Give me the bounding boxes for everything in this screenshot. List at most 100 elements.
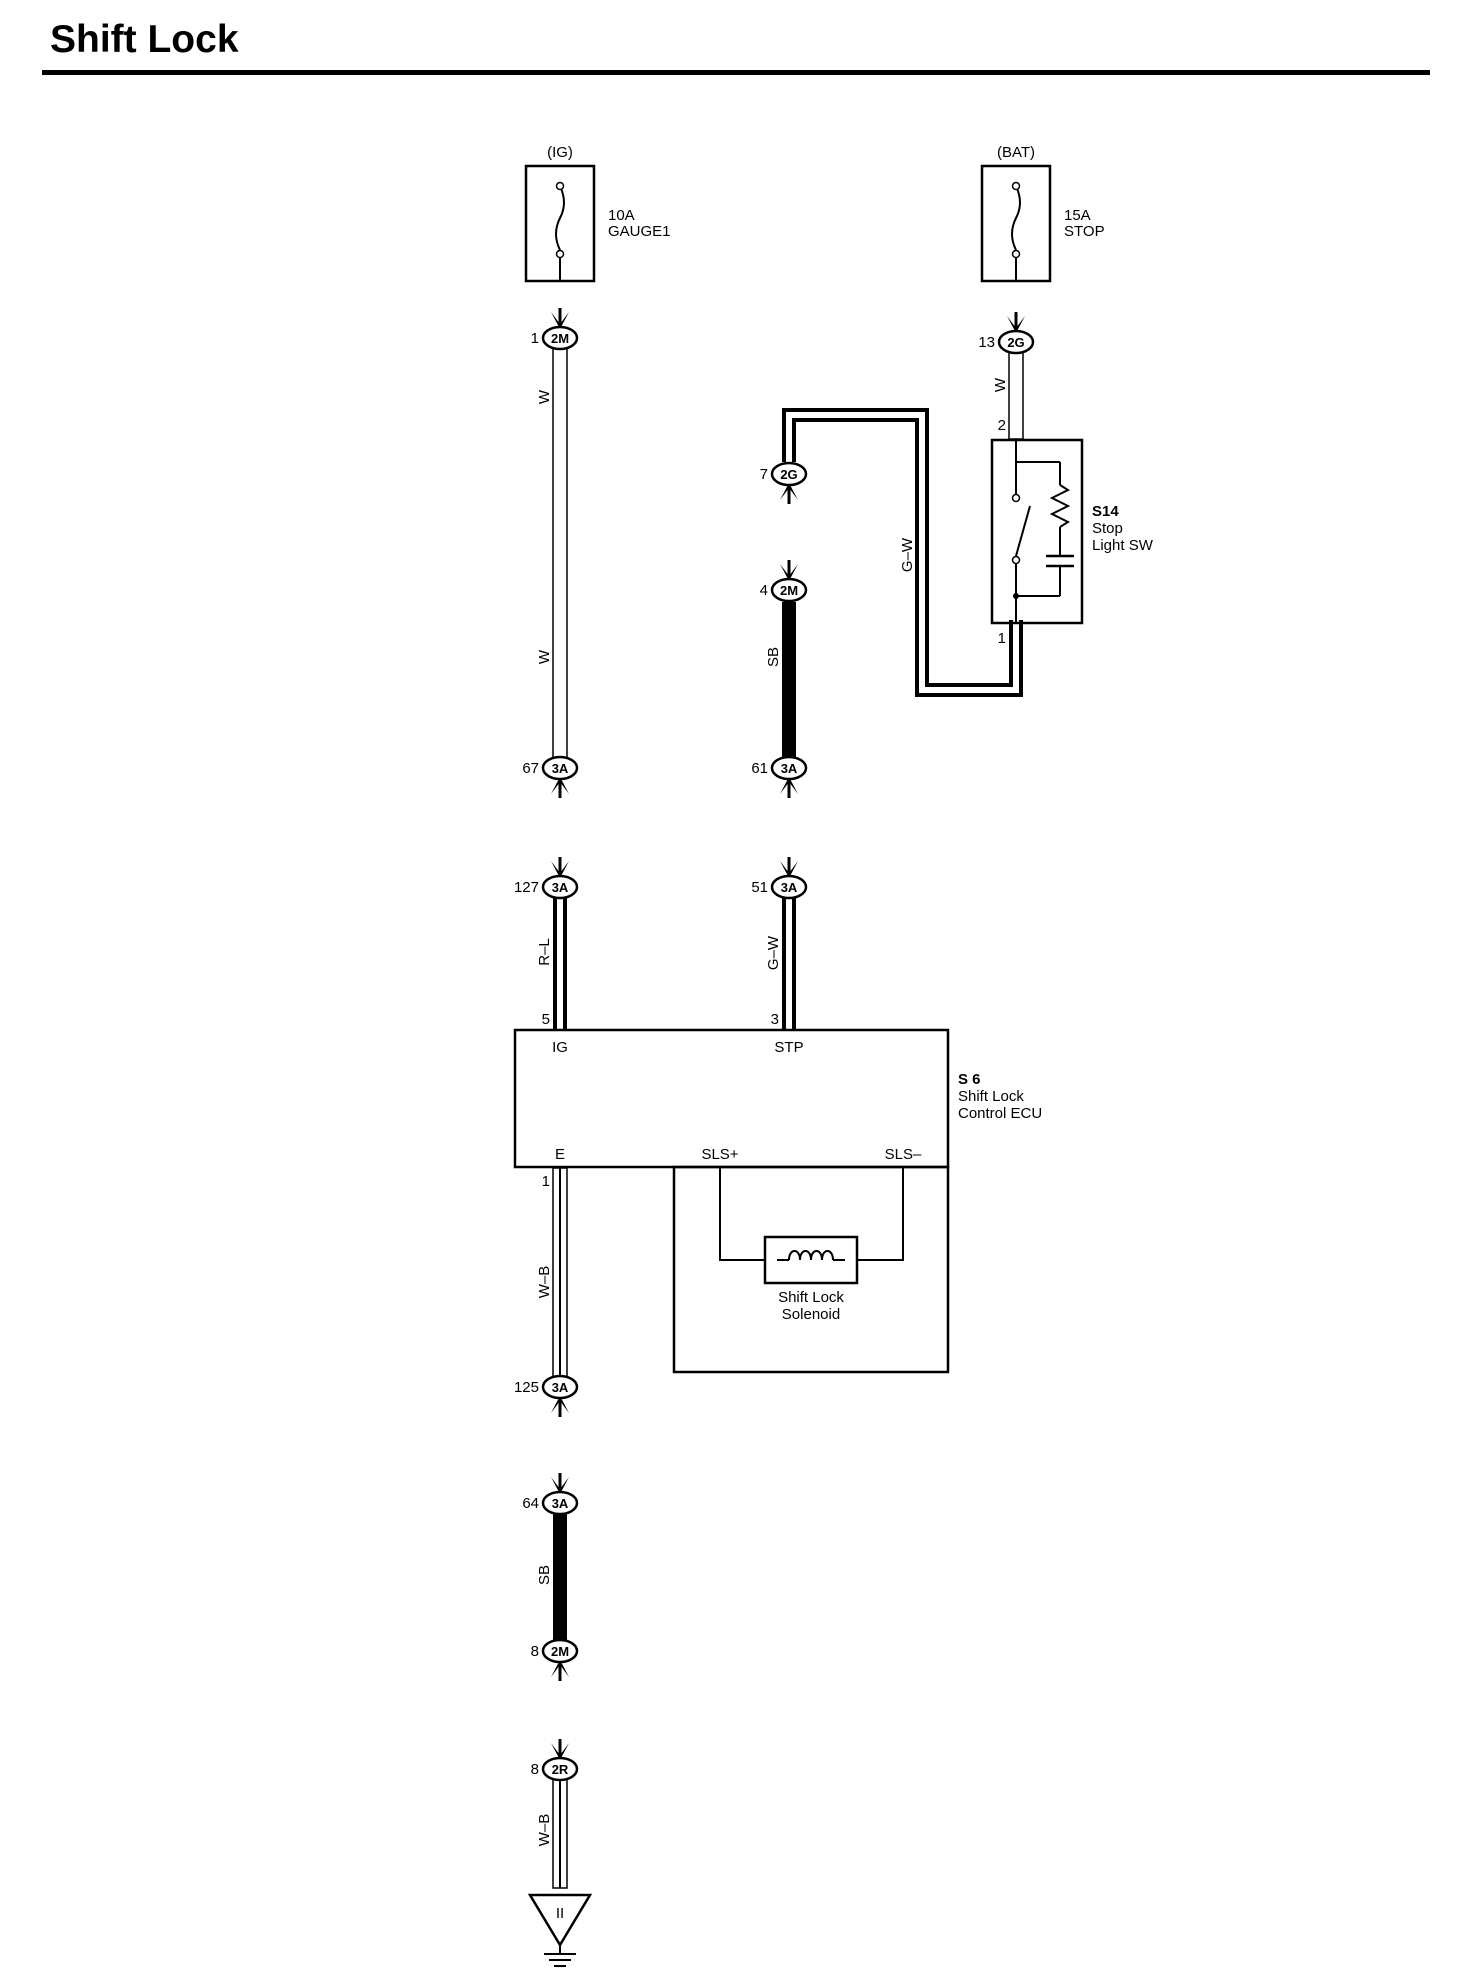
connector-bubble <box>541 1374 579 1400</box>
connector-bubble <box>770 577 808 603</box>
switch-name: Stop <box>1092 520 1123 537</box>
arrow-down-icon <box>1007 316 1025 333</box>
ecu-name: Control ECU <box>958 1105 1042 1122</box>
shift-lock-control-ecu: 5 3 1 IG STP E SLS+ SLS– S 6 Shift Lock … <box>513 1011 1042 1190</box>
connector-bubble <box>541 325 579 351</box>
connector-bubble <box>770 461 808 487</box>
connector-code: 2M <box>780 583 798 598</box>
arrow-up-icon <box>780 483 798 500</box>
fuse-source-label: (BAT) <box>997 144 1035 161</box>
shift-lock-solenoid: Shift Lock Solenoid <box>672 1165 950 1374</box>
connector-code: 2G <box>780 467 797 482</box>
arrow-up-icon <box>551 777 569 794</box>
connector-pin: 61 <box>751 760 768 777</box>
fuse-rating: 15A <box>1064 207 1091 224</box>
connector-code: 2M <box>551 1644 569 1659</box>
wire-color-label: W–B <box>536 1814 553 1847</box>
connector-bubble <box>541 755 579 781</box>
connector-pin: 51 <box>751 879 768 896</box>
fuse-name: GAUGE1 <box>608 223 671 240</box>
arrow-down-icon <box>551 312 569 329</box>
wire-color-label: G–W <box>765 935 782 970</box>
arrow-down-icon <box>551 1477 569 1494</box>
connector: 3A 61 <box>751 755 808 798</box>
wire-color-label: G–W <box>899 537 916 572</box>
connector-pin: 8 <box>531 1761 539 1778</box>
connector-code: 3A <box>552 1496 569 1511</box>
connector-code: 3A <box>552 880 569 895</box>
connector-pin: 127 <box>514 879 539 896</box>
switch-name: Light SW <box>1092 537 1154 554</box>
connector-code: 3A <box>781 880 798 895</box>
wire-w-stop: W <box>992 350 1024 440</box>
switch-id: S14 <box>1092 503 1119 520</box>
wire-sb-middle: SB <box>765 602 796 759</box>
ground-symbol-label: II <box>556 1905 564 1922</box>
fuse-name: STOP <box>1064 223 1105 240</box>
wire-color-label: SB <box>536 1565 553 1585</box>
coil-icon <box>788 1250 834 1261</box>
connector-code: 2R <box>552 1762 569 1777</box>
ecu-terminal: SLS+ <box>701 1146 738 1163</box>
connector: 3A 51 <box>751 857 808 900</box>
connector: 3A 127 <box>514 857 579 900</box>
ecu-pin: 5 <box>542 1011 550 1028</box>
connector-pin: 125 <box>514 1379 539 1396</box>
arrow-up-icon <box>551 1396 569 1413</box>
connector-pin: 7 <box>760 466 768 483</box>
ecu-pin: 1 <box>542 1173 550 1190</box>
arrow-up-icon <box>780 777 798 794</box>
wire-color-label: SB <box>765 647 782 667</box>
page-title: Shift Lock <box>50 18 239 61</box>
ecu-terminal: STP <box>774 1039 803 1056</box>
wire-w-b-upper: W–B <box>536 1167 568 1379</box>
wire-w-upper: W W <box>536 346 568 760</box>
connector: 2M 4 <box>760 560 808 603</box>
resistor-icon <box>1049 484 1071 528</box>
connector-bubble <box>541 1756 579 1782</box>
wire-g-w-ecu: G–W <box>765 896 796 1030</box>
connector-code: 3A <box>781 761 798 776</box>
title-rule <box>42 70 1430 75</box>
arrow-up-icon <box>551 1660 569 1677</box>
connector-bubble <box>541 1638 579 1664</box>
stop-light-switch: 2 1 S14 Stop Light SW <box>990 417 1154 647</box>
wire-color-label: R–L <box>536 938 553 966</box>
wire-w-b-lower: W–B <box>536 1777 568 1889</box>
ecu-terminal: IG <box>552 1039 568 1056</box>
connector-pin: 64 <box>522 1495 539 1512</box>
ground-point: II <box>527 1893 593 1967</box>
wire-color-label: W <box>992 377 1009 392</box>
fuse-icon <box>555 185 565 251</box>
ecu-id: S 6 <box>958 1071 981 1088</box>
connector-bubble <box>997 329 1035 355</box>
arrow-down-icon <box>551 861 569 878</box>
solenoid-name: Solenoid <box>782 1306 840 1323</box>
connector-pin: 8 <box>531 1643 539 1660</box>
switch-pin-top: 2 <box>998 417 1006 434</box>
connector-pin: 4 <box>760 582 768 599</box>
wire-color-label: W–B <box>536 1266 553 1299</box>
arrow-down-icon <box>551 1743 569 1760</box>
wire-color-label: W <box>536 389 553 404</box>
fuse-icon <box>1011 185 1021 251</box>
solenoid-name: Shift Lock <box>778 1289 844 1306</box>
ecu-terminal: E <box>555 1146 565 1163</box>
ecu-pin: 3 <box>771 1011 779 1028</box>
connector: 2M1 <box>531 308 579 351</box>
connector: 2R 8 <box>531 1739 579 1782</box>
fuse-source-label: (IG) <box>547 144 573 161</box>
arrow-down-icon <box>780 861 798 878</box>
wire-sb-lower: SB <box>536 1512 567 1642</box>
fuse-rating: 10A <box>608 207 635 224</box>
arrow-down-icon <box>780 564 798 581</box>
connector: 2M 8 <box>531 1638 579 1681</box>
connector-pin: 67 <box>522 760 539 777</box>
wire-r-l: R–L <box>536 896 567 1030</box>
connector-pin: 1 <box>531 330 539 347</box>
wire-color-label: W <box>536 649 553 664</box>
